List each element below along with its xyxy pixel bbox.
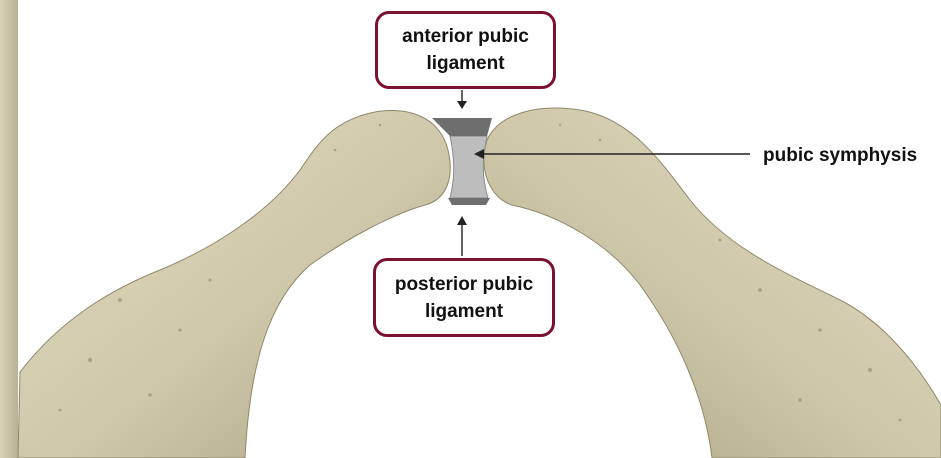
posterior-ligament-band	[448, 198, 490, 205]
symphysis-disc	[450, 136, 488, 198]
anterior-pubic-ligament-label: anterior pubic ligament	[375, 11, 556, 89]
pubic-symphysis-label: pubic symphysis	[763, 145, 917, 167]
posterior-pubic-ligament-label: posterior pubic ligament	[373, 258, 555, 337]
posterior-label-text: posterior pubic ligament	[389, 271, 539, 325]
left-edge-strip	[0, 0, 18, 458]
anterior-label-text: anterior pubic ligament	[391, 23, 541, 77]
